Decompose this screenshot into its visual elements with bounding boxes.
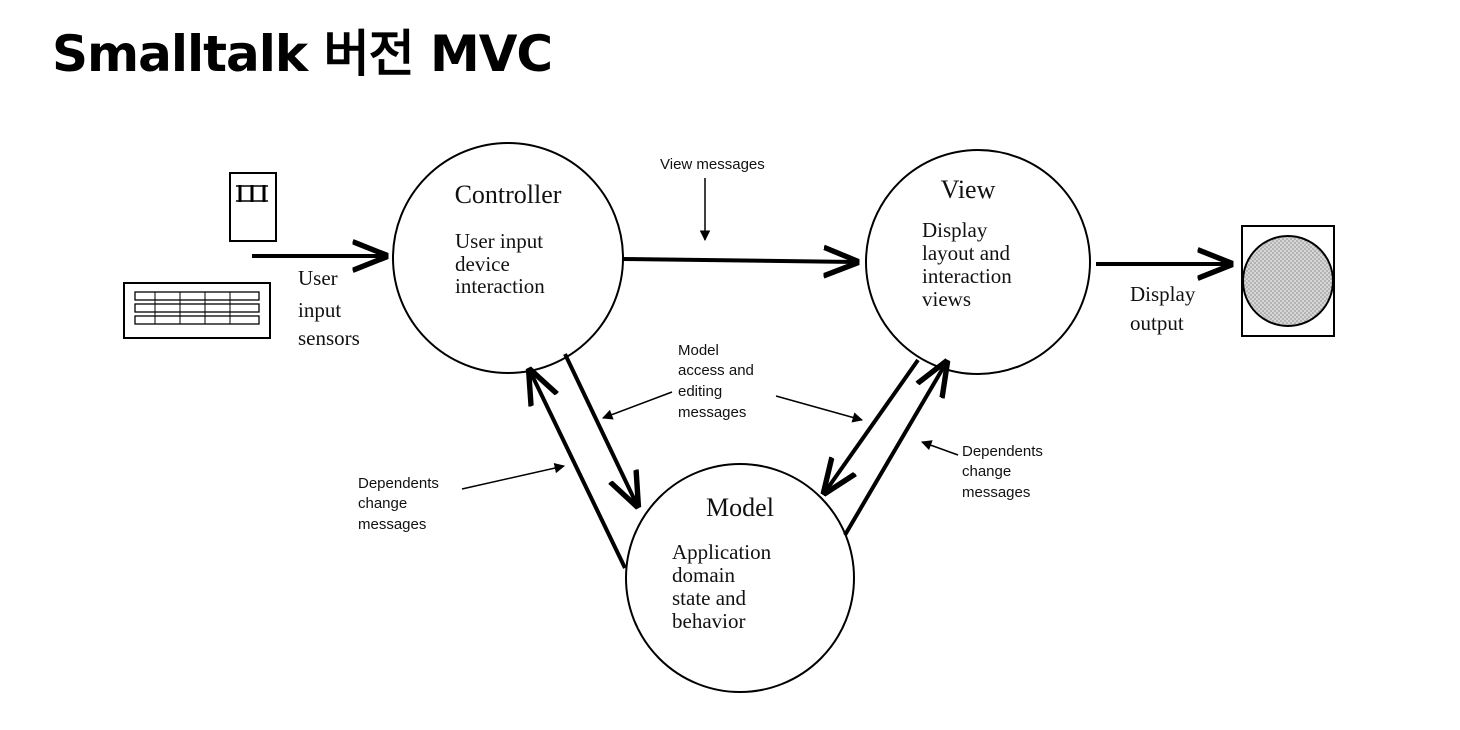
view-desc-line-3: interaction [922, 264, 1012, 288]
monitor-icon [1241, 225, 1335, 337]
user-input-label-line-2: input [298, 298, 341, 322]
keyboard-icon [123, 282, 271, 339]
model-access-pointer-left [602, 391, 673, 420]
display-output-label-line-2: output [1130, 311, 1184, 335]
dependents-right-label-line-3: messages [962, 484, 1030, 501]
model-desc-line-3: state and [672, 586, 747, 610]
view-title: View [941, 175, 996, 204]
model-circle [625, 463, 855, 693]
dependents-left-label-line-2: change [358, 495, 407, 512]
controller-desc-line-3: interaction [455, 274, 545, 298]
dependents-left-pointer [461, 462, 566, 490]
page-title: Smalltalk 버전 MVC [52, 25, 553, 83]
model-to-view-arrow [843, 363, 946, 537]
model-access-label-line-3: editing [678, 383, 722, 400]
dependents-left-label-line-1: Dependents [358, 475, 439, 492]
controller-to-model-arrow [563, 353, 637, 505]
model-desc-line-4: behavior [672, 609, 745, 633]
model-access-pointer-right [775, 395, 864, 423]
view-to-model-arrow [825, 358, 920, 492]
model-access-label-line-4: messages [678, 404, 746, 421]
model-desc-line-2: domain [672, 563, 735, 587]
controller-desc-line-1: User input [455, 229, 543, 253]
view-desc-line-2: layout and [922, 241, 1011, 265]
view-circle [865, 149, 1091, 375]
model-title: Model [706, 493, 774, 522]
dependents-right-label-line-1: Dependents [962, 443, 1043, 460]
controller-desc-line-2: device [455, 252, 510, 276]
dependents-right-pointer [921, 440, 959, 456]
dependents-right-label-line-2: change [962, 463, 1011, 480]
model-access-label-line-1: Model [678, 342, 719, 359]
model-access-label-line-2: access and [678, 362, 754, 379]
dependents-left-label-line-3: messages [358, 516, 426, 533]
user-input-label-line-1: User [298, 266, 338, 290]
view-desc-line-1: Display [922, 218, 988, 242]
model-desc-line-1: Application [672, 540, 772, 564]
controller-title: Controller [455, 180, 562, 209]
view-messages-label: View messages [660, 156, 765, 173]
user-input-label-line-3: sensors [298, 326, 360, 350]
display-output-label-line-1: Display [1130, 282, 1196, 306]
view-desc-line-4: views [922, 287, 971, 311]
controller-to-view-arrow [621, 259, 856, 262]
mouse-icon [229, 172, 277, 242]
model-to-controller-arrow [530, 371, 627, 569]
